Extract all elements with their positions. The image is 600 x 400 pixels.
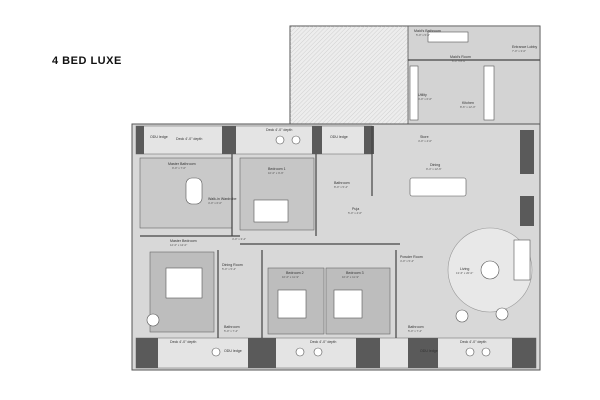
label-master-bedroom: Master Bedroom — [170, 239, 197, 243]
label-odu-ledge-4: ODU ledge — [420, 349, 438, 353]
dim-puja: 5'-0" x 4'-6" — [348, 211, 362, 215]
label-odu-ledge-3: ODU ledge — [224, 349, 242, 353]
label-puja: Puja — [352, 207, 359, 211]
dim-bedroom-1: 10'-0" x 9'-9" — [268, 171, 284, 175]
label-deck-top: Deck 4'-0" depth — [266, 128, 292, 132]
dim-dining: 9'-4" x 12'-6" — [426, 167, 442, 171]
interior-walls — [140, 59, 540, 338]
label-deck-1: Deck 4'-0" depth — [176, 137, 202, 141]
label-maids-bathroom: Maid's Bathroom — [414, 29, 441, 33]
dim-bathroom-3: 5'-0" x 7'-4" — [408, 329, 422, 333]
dim-powder-room: 4'-0" x 5'-4" — [400, 259, 414, 263]
label-passage: 4'-0" x 3'-4" — [232, 237, 246, 241]
label-living: Living — [460, 267, 469, 271]
label-deck-3: Deck 4'-0" depth — [310, 340, 336, 344]
label-odu-ledge-2: ODU ledge — [330, 135, 348, 139]
dim-living: 13'-6" x 20'-0" — [456, 271, 473, 275]
label-dining-room-wardrobe: Dining Room — [222, 263, 243, 267]
service-wing-hatch — [290, 26, 408, 126]
label-master-bathroom: Master Bathroom — [168, 162, 196, 166]
label-utility: Utility — [418, 93, 427, 97]
furniture — [146, 135, 531, 357]
label-powder-room: Powder Room — [400, 255, 423, 259]
label-bathroom-1: Bathroom — [334, 181, 350, 185]
label-dining: Dining — [430, 163, 440, 167]
dim-bathroom-2: 5'-0" x 7'-4" — [224, 329, 238, 333]
dim-store: 4'-0" x 4'-0" — [418, 139, 432, 143]
label-bathroom-2: Bathroom — [224, 325, 240, 329]
label-kitchen: Kitchen — [462, 101, 474, 105]
dim-dining-room-wardrobe: 5'-0" x 5'-4" — [222, 267, 236, 271]
dim-maids-room: 6'-0" x 8'-0" — [452, 59, 466, 63]
dim-maids-bathroom: 5'-0" x 5'-4" — [416, 33, 430, 37]
label-bedroom-2: Bedroom 2 — [286, 271, 304, 275]
dim-entrance-lobby: 7'-0" x 3'-0" — [512, 49, 526, 53]
dim-master-bedroom: 12'-0" x 12'-0" — [170, 243, 187, 247]
deck-top-strip — [135, 125, 373, 155]
wall-blocks — [136, 126, 536, 368]
label-maids-room: Maid's Room — [450, 55, 471, 59]
label-bedroom-3: Bedroom 3 — [346, 271, 364, 275]
label-store: Store — [420, 135, 429, 139]
label-odu-ledge-1: ODU ledge — [150, 135, 168, 139]
label-deck-2: Deck 4'-0" depth — [170, 340, 196, 344]
dim-utility: 4'-0" x 6'-6" — [418, 97, 432, 101]
dim-bedroom-2: 10'-0" x 11'-9" — [282, 275, 299, 279]
label-bathroom-3: Bathroom — [408, 325, 424, 329]
label-walk-in-wardrobe: Walk-in Wardrobe — [208, 197, 237, 201]
kitchen-counters — [409, 31, 495, 121]
dim-kitchen: 8'-6" x 12'-0" — [460, 105, 476, 109]
label-deck-4: Deck 4'-0" depth — [460, 340, 486, 344]
label-entrance-lobby: Entrance Lobby — [512, 45, 537, 49]
dim-master-bathroom: 9'-0" x 7'-0" — [172, 166, 186, 170]
dim-bathroom-1: 8'-0" x 5'-4" — [334, 185, 348, 189]
dim-bedroom-3: 10'-0" x 11'-9" — [342, 275, 359, 279]
label-bedroom-1: Bedroom 1 — [268, 167, 286, 171]
plan-title: 4 BED LUXE — [52, 55, 122, 67]
dim-walk-in-wardrobe: 4'-0" x 6'-0" — [208, 201, 222, 205]
